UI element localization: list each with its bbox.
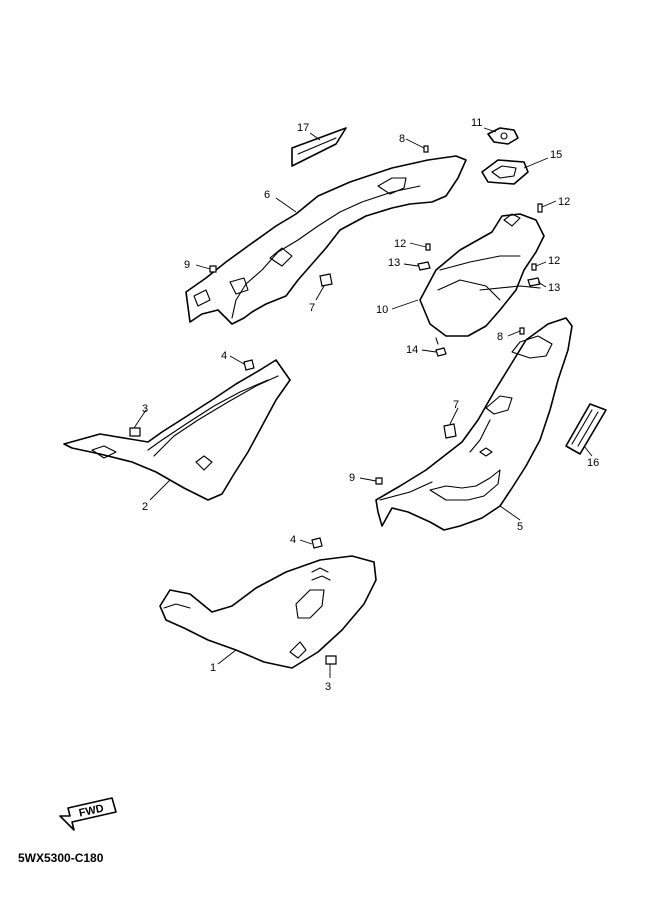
callout-2: 2 xyxy=(142,501,148,513)
callout-14: 14 xyxy=(406,344,418,356)
nut-4-upper xyxy=(243,359,255,371)
callout-12-right: 12 xyxy=(548,255,560,267)
screw-12-upper xyxy=(537,203,543,213)
grommet-7-lower xyxy=(443,423,457,439)
callout-8-lower: 8 xyxy=(497,331,503,343)
diagram-code: 5WX5300-C180 xyxy=(18,851,104,865)
screw-12-mid xyxy=(425,243,431,251)
callout-4-lower: 4 xyxy=(290,534,296,546)
part-6-upper-side-cover xyxy=(185,155,467,325)
screw-8-lower xyxy=(519,327,525,335)
clip-13-left xyxy=(417,261,431,271)
callout-15: 15 xyxy=(550,149,562,161)
callout-5: 5 xyxy=(517,521,523,533)
callout-3-lower: 3 xyxy=(325,681,331,693)
part-17-emblem xyxy=(291,127,347,167)
leader-lines xyxy=(133,127,593,678)
callout-10: 10 xyxy=(376,304,388,316)
callout-13-left: 13 xyxy=(388,257,400,269)
callout-4-upper: 4 xyxy=(221,350,227,362)
nut-4-lower xyxy=(311,537,323,549)
callout-9-upper: 9 xyxy=(184,259,190,271)
screw-8-upper xyxy=(423,145,429,153)
screw-9-lower xyxy=(375,477,383,485)
clip-13-right xyxy=(527,277,541,287)
part-16-label-plate xyxy=(565,403,607,455)
part-15-seal xyxy=(481,159,529,185)
screw-9-upper xyxy=(209,265,217,273)
grommet-7-upper xyxy=(319,273,333,287)
part-10-tank xyxy=(419,213,545,345)
part-2-side-panel xyxy=(63,359,291,501)
callout-8-upper: 8 xyxy=(399,133,405,145)
callout-3-upper: 3 xyxy=(142,403,148,415)
callout-16: 16 xyxy=(587,457,599,469)
callout-11: 11 xyxy=(471,117,482,129)
hardware xyxy=(129,145,543,665)
callout-12-upper: 12 xyxy=(558,196,570,208)
callout-17: 17 xyxy=(297,122,309,134)
clip-14 xyxy=(435,347,447,357)
callout-12-mid: 12 xyxy=(394,238,406,250)
callout-6: 6 xyxy=(264,189,270,201)
callout-7-lower: 7 xyxy=(453,399,459,411)
fwd-arrow: FWD xyxy=(59,797,117,831)
callout-1: 1 xyxy=(210,662,216,674)
fwd-label: FWD xyxy=(78,803,105,820)
callout-labels: 17 8 11 15 6 12 12 12 13 13 9 7 10 8 14 … xyxy=(142,117,599,693)
callout-7-upper: 7 xyxy=(309,302,315,314)
part-5-rear-side-cover xyxy=(375,317,573,531)
callout-13-right: 13 xyxy=(548,282,560,294)
part-1-lower-cover xyxy=(159,555,377,669)
screw-12-right xyxy=(531,263,537,271)
callout-9-lower: 9 xyxy=(349,472,355,484)
screw-3-upper xyxy=(129,427,141,437)
screw-3-lower xyxy=(325,655,337,665)
